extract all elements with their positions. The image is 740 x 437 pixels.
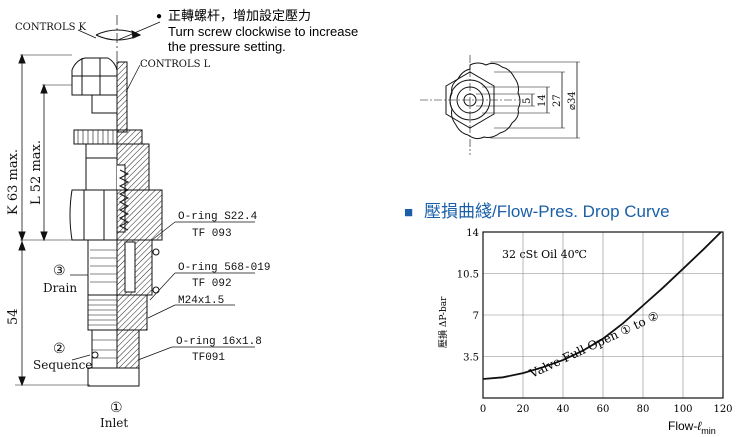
controls-l-label: CONTROLS L [140, 59, 211, 70]
top-view-labels: 5 14 27 ⌀34 [522, 91, 578, 110]
x-tick-label: 40 [557, 404, 570, 415]
chart-title-square: ■ [404, 204, 413, 221]
chart-heading: ■ 壓損曲綫/Flow-Pres. Drop Curve [404, 202, 670, 221]
x-tick-labels: 0 20 40 60 80 100 120 [480, 404, 733, 415]
y-tick-label: 7 [473, 311, 479, 322]
x-axis-label: Flow-ℓmin [668, 419, 716, 436]
port-3-number: ③ [53, 263, 66, 279]
rotation-arrow-head [131, 30, 142, 39]
spool-bottom [91, 329, 118, 369]
x-axis-label-sub: min [701, 426, 716, 436]
oil-note: 32 cSt Oil 40℃ [502, 248, 587, 261]
thread-section [87, 294, 118, 331]
port-2-label: Sequence [33, 358, 92, 372]
port-1-label: Inlet [100, 416, 128, 430]
dim-l-label: L 52 max. [29, 140, 44, 205]
hex-body [69, 189, 118, 241]
note-chinese: 正轉螺杆，增加設定壓力 [168, 8, 311, 23]
y-tick-label: 14 [466, 228, 479, 239]
x-axis-label-unit: ℓ [697, 419, 702, 433]
oring-3-label: O-ring 16x1.8 [176, 336, 262, 348]
tf-1-label: TF 093 [192, 228, 232, 240]
adjust-screw-section [116, 61, 128, 133]
plot-frame [482, 231, 724, 399]
body-upper [85, 143, 118, 191]
knob-outline [449, 62, 521, 140]
dim-34-label: ⌀34 [567, 91, 578, 110]
dim-54-label: 54 [6, 308, 21, 325]
valve-section-drawing [15, 15, 255, 387]
series-curve [482, 231, 722, 380]
note-bullet: ● [156, 11, 162, 22]
oring-1-label: O-ring S22.4 [178, 211, 258, 223]
y-tick-label: 3.5 [463, 353, 479, 364]
dim-14-label: 14 [537, 94, 548, 107]
adjustment-note: ● 正轉螺杆，增加設定壓力 Turn screw clockwise to in… [117, 8, 358, 54]
thread-label: M24x1.5 [178, 295, 224, 307]
curve-label: Valve Full Open ① to ② [526, 308, 661, 381]
note-leader-line [117, 21, 161, 41]
note-english-line2: the pressure setting. [168, 39, 286, 54]
x-tick-label: 0 [480, 404, 486, 415]
valve-section-labels: CONTROLS K CONTROLS L K 63 max. L 52 max… [6, 22, 270, 430]
lock-nut [73, 129, 118, 145]
x-tick-label: 100 [673, 404, 692, 415]
x-axis-label-main: Flow- [668, 419, 697, 433]
x-tick-label: 20 [517, 404, 530, 415]
x-tick-label: 120 [713, 404, 732, 415]
x-tick-label: 60 [597, 404, 610, 415]
controls-k-label: CONTROLS K [15, 22, 87, 33]
oring-2-label: O-ring 568-019 [178, 262, 270, 274]
port-1-number: ① [110, 400, 123, 416]
chart-grid [483, 232, 723, 398]
y-tick-labels: 3.5 7 10.5 14 [457, 228, 479, 364]
top-view-drawing [420, 55, 580, 155]
dim-5-label: 5 [522, 98, 533, 104]
cartridge-lower [87, 239, 118, 296]
pressure-drop-chart: 0 20 40 60 80 100 120 3.5 7 10.5 14 32 cSt Oil 40… [437, 228, 733, 436]
tf-2-label: TF 092 [192, 278, 232, 290]
x-tick-label: 80 [637, 404, 650, 415]
y-tick-label: 10.5 [457, 270, 479, 281]
port-2-number: ② [53, 341, 66, 357]
port-3-label: Drain [43, 281, 77, 295]
dim-k-label: K 63 max. [6, 149, 21, 215]
chart-title: 壓損曲綫/Flow-Pres. Drop Curve [424, 202, 670, 221]
y-axis-label: 壓損 ΔP-bar [437, 296, 449, 348]
dim-27-label: 27 [552, 94, 563, 107]
tf-3-label: TF091 [192, 352, 225, 364]
note-english-line1: Turn screw clockwise to increase [168, 24, 358, 39]
spring [118, 169, 130, 231]
